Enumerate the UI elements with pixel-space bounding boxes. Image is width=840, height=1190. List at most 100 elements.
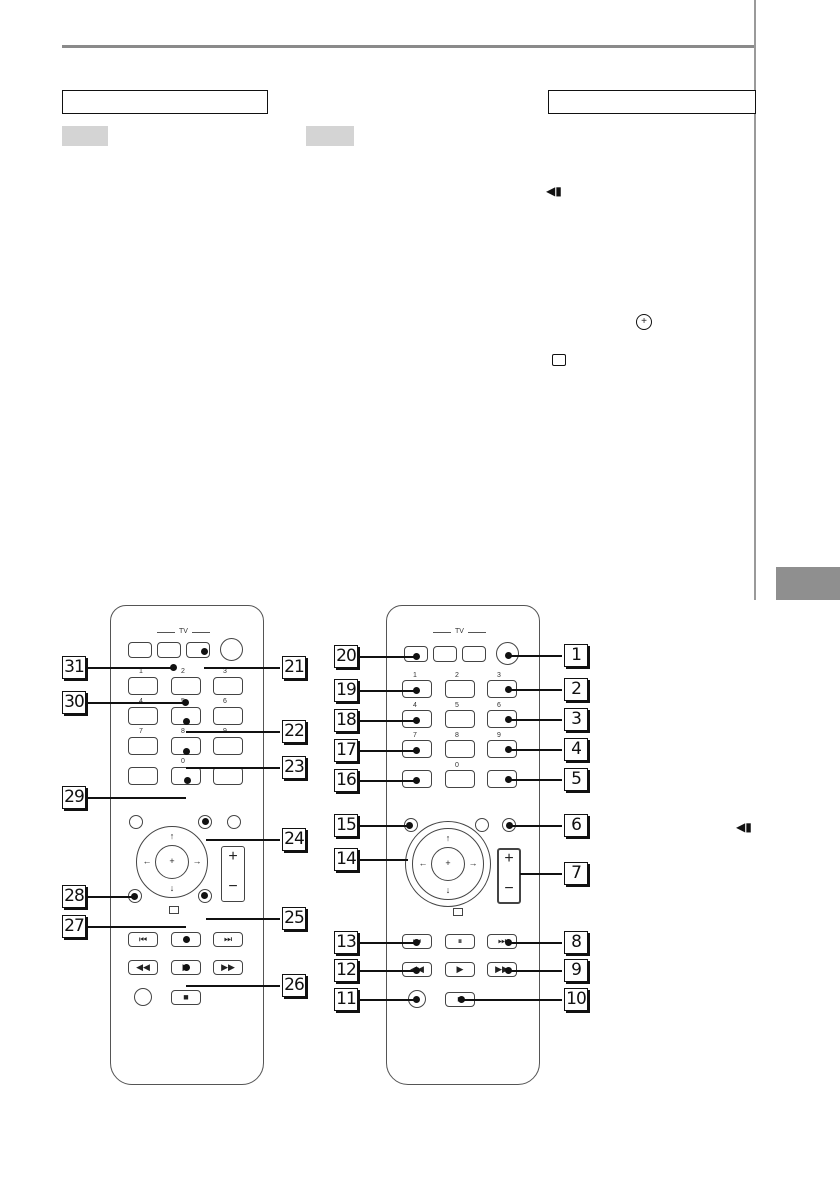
menu-button[interactable]	[129, 815, 143, 829]
arrow-right-icon: →	[192, 856, 202, 866]
enter-icon: +	[445, 858, 451, 868]
tv-line-right	[192, 632, 210, 633]
return-button[interactable]	[475, 818, 489, 832]
left-power-button[interactable]	[220, 638, 243, 661]
digit-label: 3	[497, 672, 501, 679]
right-top-button-3[interactable]	[462, 646, 486, 662]
volume-plus-icon: +	[504, 850, 514, 867]
leader-line	[206, 918, 280, 920]
volume-rocker[interactable]	[497, 848, 521, 904]
leader-line	[360, 656, 416, 658]
options-button[interactable]	[227, 815, 241, 829]
callout: 5	[564, 768, 590, 793]
leader-line	[508, 942, 562, 944]
callout: 25	[282, 907, 308, 932]
subtitle-icon	[552, 354, 566, 366]
callout: 2	[564, 678, 590, 703]
leader-dot	[202, 818, 209, 825]
leader-dot	[413, 653, 420, 660]
leader-line	[88, 797, 186, 799]
volume-icon-2: ◀▮	[736, 820, 752, 834]
leader-dot	[413, 717, 420, 724]
number-button-1[interactable]	[128, 677, 158, 695]
header-rule	[62, 45, 754, 48]
stop-icon: ■	[183, 992, 189, 1002]
right-margin-rule	[754, 0, 756, 600]
left-top-button-2[interactable]	[157, 642, 181, 658]
tv-label: TV	[179, 628, 188, 635]
number-button-0[interactable]	[445, 770, 475, 788]
callout: 17	[334, 739, 360, 764]
callout: 21	[282, 656, 308, 681]
leader-dot	[505, 746, 512, 753]
callout: 29	[62, 786, 88, 811]
callout: 12	[334, 959, 360, 984]
leader-line	[360, 690, 416, 692]
prev-button[interactable]	[128, 932, 158, 947]
callout: 14	[334, 848, 360, 873]
number-button-9[interactable]	[213, 737, 243, 755]
callout: 4	[564, 738, 590, 763]
leader-dot	[413, 687, 420, 694]
volume-minus-icon: −	[504, 880, 514, 897]
number-button-2[interactable]	[171, 677, 201, 695]
leader-line	[360, 970, 416, 972]
tv-line-right	[468, 632, 486, 633]
leader-line	[360, 942, 416, 944]
enter-button[interactable]	[213, 767, 243, 785]
leader-dot	[182, 699, 189, 706]
number-button-2[interactable]	[445, 680, 475, 698]
digit-label: 6	[223, 698, 227, 705]
number-button-4[interactable]	[128, 707, 158, 725]
leader-dot	[406, 822, 413, 829]
play-button[interactable]	[445, 962, 475, 977]
leader-line	[186, 767, 280, 769]
leader-line	[508, 749, 562, 751]
leader-line	[360, 999, 416, 1001]
number-button-8[interactable]	[445, 740, 475, 758]
volume-rocker[interactable]	[221, 846, 245, 902]
section-header-box-left	[62, 90, 268, 114]
left-top-button-1[interactable]	[128, 642, 152, 658]
clear-button[interactable]	[128, 767, 158, 785]
dpad-center[interactable]	[431, 847, 465, 881]
leader-line	[520, 873, 562, 875]
forward-button[interactable]	[213, 960, 243, 975]
dpad-center[interactable]	[155, 845, 189, 879]
leader-dot	[458, 996, 465, 1003]
leader-line	[186, 731, 280, 733]
stop-button[interactable]	[171, 990, 201, 1005]
number-button-5[interactable]	[445, 710, 475, 728]
leader-dot	[201, 648, 208, 655]
digit-label: 8	[455, 732, 459, 739]
callout: 19	[334, 679, 360, 704]
callout: 7	[564, 862, 590, 887]
digit-label: 2	[181, 668, 185, 675]
arrow-left-icon: ←	[142, 856, 152, 866]
leader-dot	[413, 939, 420, 946]
leader-dot	[201, 892, 208, 899]
chapter-tab	[776, 567, 840, 600]
callout: 23	[282, 756, 308, 781]
leader-dot	[183, 718, 190, 725]
arrow-left-icon: ←	[418, 858, 428, 868]
number-button-3[interactable]	[213, 677, 243, 695]
leader-line	[508, 655, 562, 657]
arrow-up-icon: ↑	[169, 831, 175, 841]
record-button[interactable]	[134, 988, 152, 1006]
right-top-button-2[interactable]	[433, 646, 457, 662]
pause-button[interactable]	[445, 934, 475, 949]
leader-line	[360, 859, 408, 861]
number-button-6[interactable]	[213, 707, 243, 725]
next-button[interactable]	[213, 932, 243, 947]
digit-label: 9	[497, 732, 501, 739]
leader-line	[510, 825, 562, 827]
rewind-button[interactable]	[128, 960, 158, 975]
tag-box-middle	[306, 126, 354, 146]
leader-line	[206, 839, 280, 841]
callout: 10	[564, 988, 590, 1013]
subtitle-icon	[453, 908, 463, 916]
callout: 9	[564, 959, 590, 984]
digit-label: 4	[131, 698, 151, 705]
number-button-7[interactable]	[128, 737, 158, 755]
